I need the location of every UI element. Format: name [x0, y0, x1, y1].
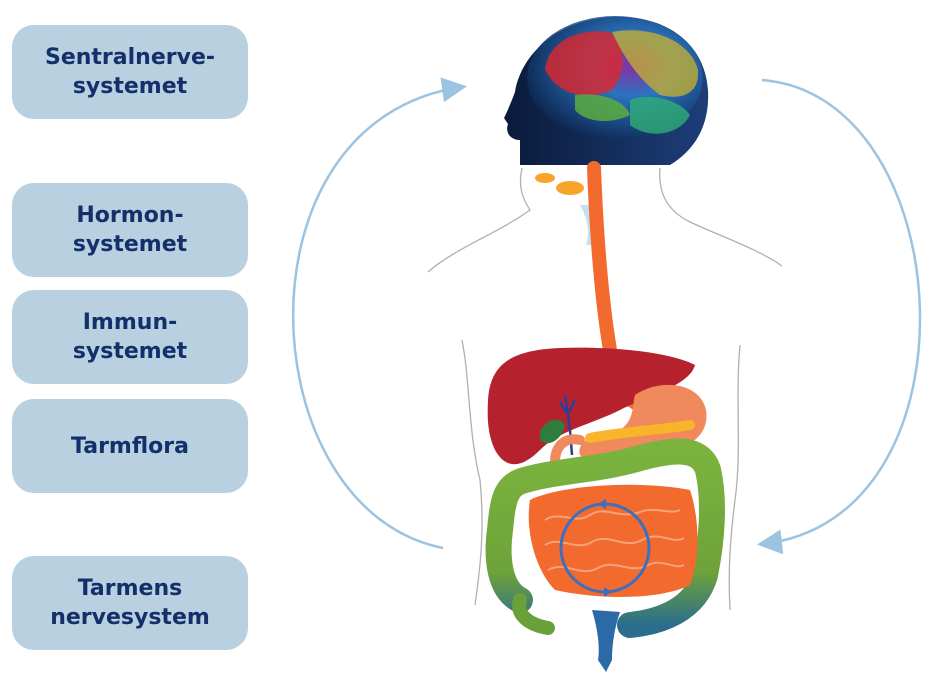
salivary-gland [556, 181, 584, 195]
brain-image [504, 16, 708, 165]
rectum [592, 610, 620, 672]
mouth [535, 173, 555, 183]
appendix [519, 600, 548, 628]
arrow-brain-to-gut [762, 80, 920, 544]
arrow-gut-to-brain [293, 87, 462, 548]
